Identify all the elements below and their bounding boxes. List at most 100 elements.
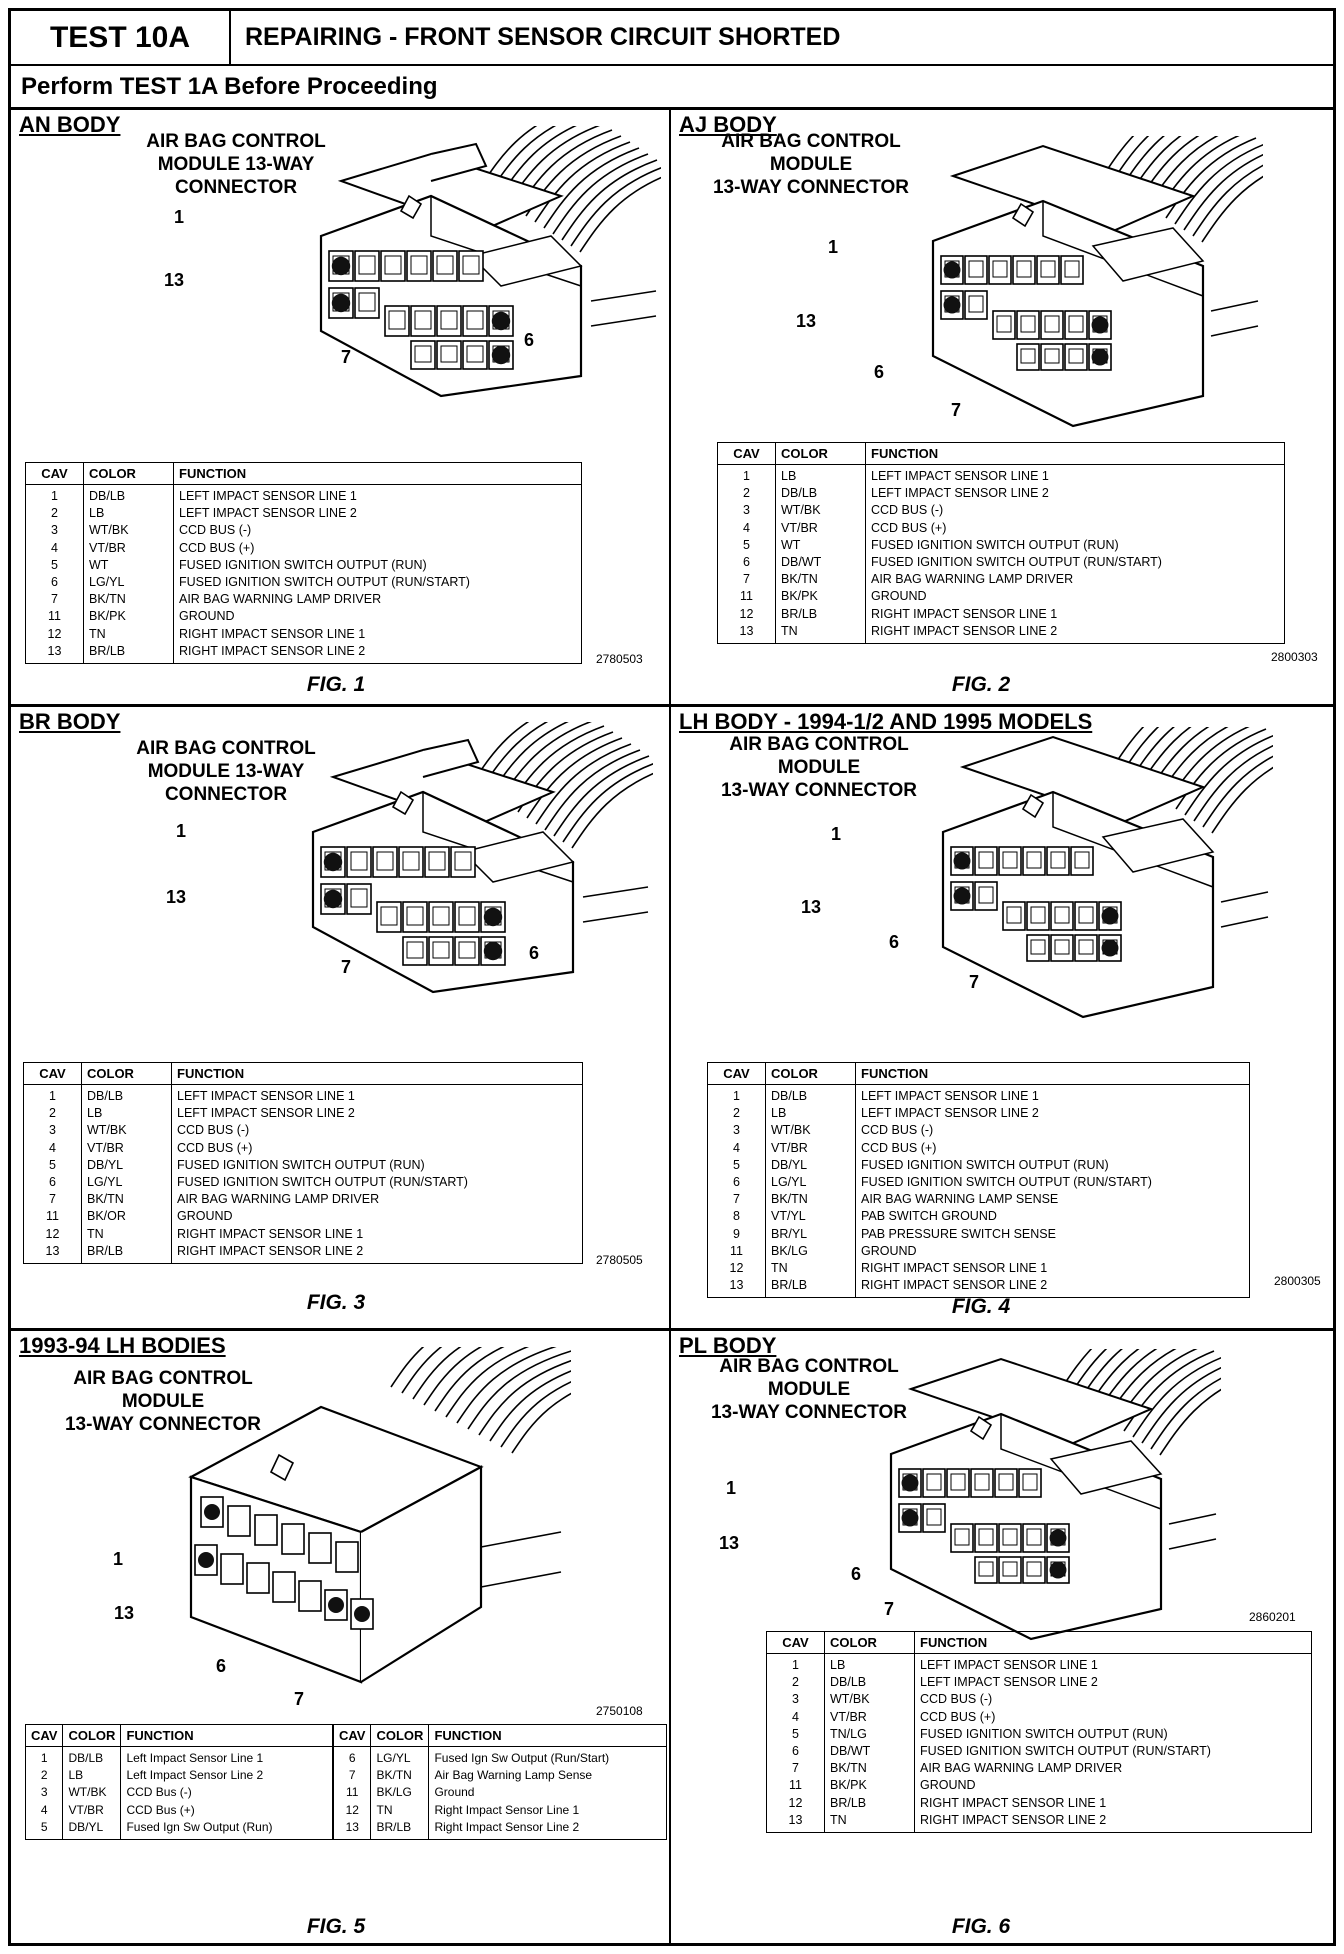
circuit-function: RIGHT IMPACT SENSOR LINE 1 — [920, 1795, 1107, 1810]
terminal-pin — [491, 345, 511, 365]
terminal-cavity-inner — [1078, 939, 1094, 955]
callout-label: 7 — [294, 1689, 305, 1709]
terminal-cavity-inner — [968, 295, 984, 313]
circuit-function: RIGHT IMPACT SENSOR LINE 2 — [177, 1243, 364, 1258]
terminal-cavity — [1036, 255, 1060, 285]
terminal-pin — [323, 852, 343, 872]
column-header-color: COLOR — [62, 1724, 122, 1747]
wire-color: BR/LB — [765, 1277, 856, 1298]
wire-lead — [412, 1347, 462, 1400]
callout-label: 7 — [951, 400, 962, 420]
connector-edge — [1052, 792, 1214, 888]
circuit-function: CCD BUS (+) — [871, 520, 947, 535]
circuit-function: CCD BUS (+) — [861, 1140, 937, 1155]
terminal-cavity — [994, 1468, 1018, 1498]
circuit-function: RIGHT IMPACT SENSOR LINE 2 — [920, 1812, 1107, 1827]
circuit-function: FUSED IGNITION SWITCH OUTPUT (RUN/START) — [861, 1175, 1152, 1190]
terminal-pin — [1101, 907, 1119, 925]
wire-color: TN — [370, 1801, 430, 1819]
circuit-function: Fused Ign Sw Output (Run) — [126, 1819, 273, 1834]
wire-color: VT/BR — [824, 1708, 915, 1726]
wire-lead — [1192, 164, 1263, 237]
terminal-cavity-inner — [1002, 1528, 1018, 1546]
circuit-function: GROUND — [920, 1778, 976, 1793]
circuit-function: RIGHT IMPACT SENSOR LINE 1 — [179, 626, 366, 641]
wire-color: DB/YL — [765, 1156, 856, 1175]
circuit-function: LEFT IMPACT SENSOR LINE 1 — [871, 469, 1049, 483]
wire-color: WT/BK — [81, 1122, 172, 1140]
cavity-number: 1 — [23, 1084, 82, 1106]
wire-lead — [1159, 1388, 1221, 1456]
terminal-cavity — [1026, 934, 1050, 962]
cavity-number: 4 — [25, 1801, 64, 1819]
terminal-cavity-inner — [1016, 260, 1032, 278]
panel-title: BR BODY — [19, 709, 121, 734]
polarizing-key — [1011, 202, 1035, 228]
terminal-cavity — [1060, 255, 1084, 285]
wire-color: BK/LG — [370, 1784, 430, 1802]
cavity-number: 5 — [23, 1156, 82, 1175]
polarizing-key — [391, 790, 415, 816]
figure-code: 2800305 — [1274, 1274, 1321, 1288]
terminal-cavity-inner — [406, 906, 424, 926]
circuit-function: FUSED IGNITION SWITCH OUTPUT (RUN) — [177, 1157, 425, 1172]
panel-title: 1993-94 LH BODIES — [19, 1333, 226, 1358]
terminal-cavity — [974, 846, 998, 876]
wire-color: WT — [775, 536, 866, 555]
terminal-pin — [1049, 1529, 1067, 1547]
callout-label: 6 — [874, 362, 885, 382]
diagram-caption: AIR BAG CONTROL MODULE 13-WAY CONNECTOR — [136, 738, 316, 805]
circuit-function: Ground — [434, 1785, 475, 1800]
terminal-cavity-inner — [466, 310, 484, 330]
terminal-cavity-inner — [1006, 906, 1022, 924]
wire-color: WT — [83, 556, 174, 575]
polarizing-key — [969, 1415, 993, 1441]
cavity-number: 5 — [25, 556, 84, 575]
cavity-number: 7 — [707, 1191, 766, 1209]
wire-color: LB — [83, 505, 174, 523]
terminal-pin — [943, 296, 961, 314]
wire-color: BK/TN — [81, 1191, 172, 1209]
wire-lead — [1183, 153, 1263, 231]
wire-color: WT/BK — [62, 1784, 122, 1802]
cavity-number: 4 — [717, 519, 776, 537]
terminal-pin — [1101, 939, 1119, 957]
terminal-cavity-inner — [428, 851, 446, 871]
terminal-cavity — [1002, 901, 1026, 931]
cavity-number: 4 — [23, 1139, 82, 1157]
terminal-cavity — [308, 1532, 332, 1564]
terminal-cavity — [946, 1468, 970, 1498]
wire-color: LG/YL — [81, 1174, 172, 1192]
terminal-cavity — [974, 881, 998, 911]
circuit-function: FUSED IGNITION SWITCH OUTPUT (RUN) — [861, 1157, 1109, 1172]
wire-color: BK/TN — [370, 1767, 430, 1785]
wire-color: BK/LG — [765, 1242, 856, 1261]
wire-lead — [1102, 136, 1135, 177]
terminal-cavity — [998, 1523, 1022, 1553]
terminal-cavity-inner — [998, 1473, 1014, 1491]
wire-color: DB/LB — [775, 485, 866, 503]
cavity-number: 2 — [23, 1105, 82, 1123]
terminal-cavity-inner — [978, 886, 994, 904]
wire-lead — [561, 159, 658, 241]
wire-lead — [579, 176, 661, 253]
column-header-function: FUNCTION — [120, 1724, 333, 1747]
circuit-function: CCD BUS (+) — [177, 1140, 253, 1155]
wire-lead — [1175, 728, 1267, 810]
housing-rail — [1168, 1513, 1217, 1525]
circuit-function: GROUND — [179, 609, 235, 624]
